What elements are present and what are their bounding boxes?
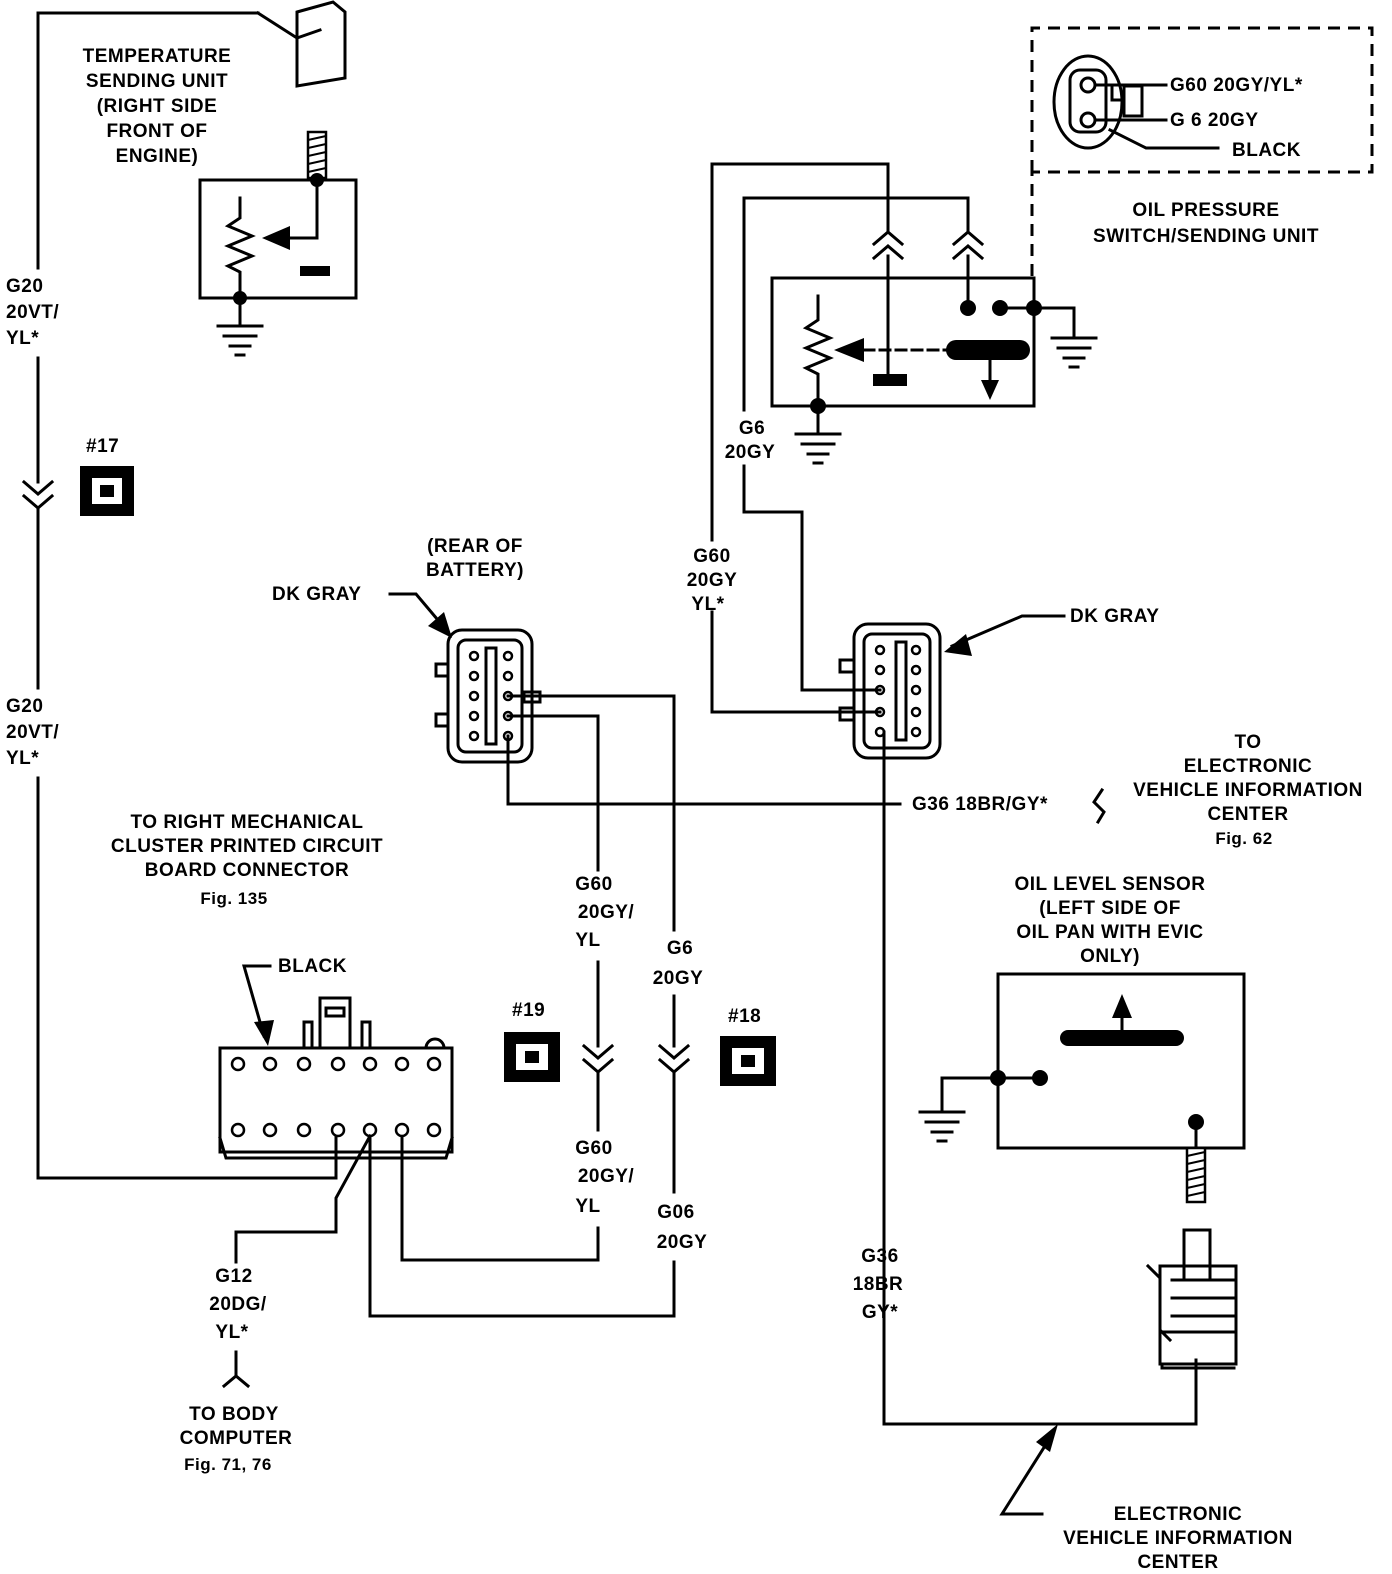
svg-text:OIL PAN WITH EVIC: OIL PAN WITH EVIC	[1016, 922, 1203, 943]
evic-bottom-reference: ELECTRONIC VEHICLE INFORMATION CENTER	[999, 1424, 1293, 1573]
svg-text:ELECTRONIC: ELECTRONIC	[1114, 1504, 1243, 1525]
wire-label-g20-upper-3: YL*	[6, 328, 39, 349]
oil-pressure-callout	[1030, 26, 1374, 278]
splice-18-label: #18	[728, 1006, 761, 1027]
svg-text:Fig. 135: Fig. 135	[200, 889, 267, 908]
oil-pressure-switch: G60 20GY/YL* G 6 20GY BLACK OIL PRESSURE…	[710, 26, 1374, 542]
wire-label-g60-left-upper-3: YL	[575, 930, 600, 951]
ground-symbol	[794, 404, 842, 465]
wire-label-g6-center-1: G6	[667, 938, 693, 959]
svg-text:VEHICLE INFORMATION: VEHICLE INFORMATION	[1133, 780, 1363, 801]
svg-text:CENTER: CENTER	[1137, 1552, 1218, 1573]
svg-text:ENGINE): ENGINE)	[116, 146, 199, 167]
wire-label-g60-left-lower-1: G60	[575, 1138, 612, 1159]
svg-text:COMPUTER: COMPUTER	[180, 1428, 293, 1449]
svg-text:ONLY): ONLY)	[1080, 946, 1140, 967]
wire-label-g12-1: G12	[215, 1266, 252, 1287]
svg-text:TEMPERATURE: TEMPERATURE	[83, 46, 232, 67]
splice-19-label: #19	[512, 1000, 545, 1021]
wire-label-g36-right-2: 18BR	[853, 1274, 904, 1295]
temp-sender-contact	[300, 266, 330, 276]
svg-text:FRONT OF: FRONT OF	[106, 121, 207, 142]
wire-label-g6-top-2: 20GY	[725, 442, 776, 463]
black-connector: BLACK	[218, 956, 454, 1160]
wire-label-g60-left-lower-2: 20GY/	[578, 1166, 635, 1187]
wire-label-g60-left-lower-3: YL	[575, 1196, 600, 1217]
svg-text:(RIGHT SIDE: (RIGHT SIDE	[97, 96, 218, 117]
wire-label-g20-lower-1: G20	[6, 696, 43, 717]
svg-text:VEHICLE INFORMATION: VEHICLE INFORMATION	[1063, 1528, 1293, 1549]
svg-text:TO: TO	[1234, 732, 1261, 753]
temp-sender-leader	[255, 10, 322, 40]
right-connector: DK GRAY	[838, 606, 1198, 1426]
wire-label-g20-lower-2: 20VT/	[6, 722, 59, 743]
wire-label-g12-3: YL*	[215, 1322, 248, 1343]
temperature-sending-unit: TEMPERATURE SENDING UNIT (RIGHT SIDE FRO…	[83, 0, 358, 357]
oil-level-sensor: OIL LEVEL SENSOR (LEFT SIDE OF OIL PAN W…	[918, 874, 1246, 1370]
body-computer-reference: TO BODY COMPUTER Fig. 71, 76	[180, 1404, 293, 1474]
svg-text:CLUSTER PRINTED CIRCUIT: CLUSTER PRINTED CIRCUIT	[111, 836, 383, 857]
wire-g36-horizontal: G36 18BR/GY*	[912, 787, 1106, 825]
wire-label-g06-2: 20GY	[657, 1232, 708, 1253]
temp-sender-box	[198, 178, 358, 300]
wire-label-g60-left-upper-2: 20GY/	[578, 902, 635, 923]
connector-chevron	[21, 479, 55, 510]
oil-pressure-pin-2: G 6 20GY	[1170, 110, 1259, 131]
wire-label-g60-mid-1: G60	[693, 546, 730, 567]
wire-g20: G20 20VT/ YL* G20 20VT/ YL*	[6, 11, 338, 1180]
oil-pressure-box	[770, 276, 1036, 408]
wire-label-g36-right-1: G36	[861, 1246, 898, 1267]
battery-connector-title-2: BATTERY)	[426, 560, 524, 581]
wire-label-g6-center-2: 20GY	[653, 968, 704, 989]
wire-label-g36-horizontal: G36 18BR/GY*	[912, 794, 1048, 815]
oil-pressure-pin-3: BLACK	[1232, 140, 1301, 161]
cluster-reference: TO RIGHT MECHANICAL CLUSTER PRINTED CIRC…	[111, 812, 383, 908]
splice-19: #19	[504, 1000, 560, 1082]
black-connector-label: BLACK	[278, 956, 347, 977]
temp-sender-label: TEMPERATURE SENDING UNIT (RIGHT SIDE FRO…	[83, 46, 232, 167]
wire-label-g20-upper-1: G20	[6, 276, 43, 297]
battery-connector: (REAR OF BATTERY) DK GRAY	[272, 536, 902, 932]
splice-18: #18	[720, 1006, 776, 1086]
oil-pressure-pin-1: G60 20GY/YL*	[1170, 75, 1303, 96]
wire-label-g6-top-1: G6	[739, 418, 765, 439]
wire-label-g36-right-3: GY*	[862, 1302, 898, 1323]
wire-label-g60-mid-2: 20GY	[687, 570, 738, 591]
wire-g6-top: G6 20GY	[725, 418, 854, 692]
battery-connector-title-1: (REAR OF	[427, 536, 523, 557]
svg-text:Fig. 71, 76: Fig. 71, 76	[184, 1455, 272, 1474]
battery-connector-color: DK GRAY	[272, 584, 361, 605]
svg-text:SENDING UNIT: SENDING UNIT	[86, 71, 228, 92]
wire-g60-g6-center: G60 20GY/ YL G60 20GY/ YL G6 20GY G06 20…	[368, 874, 708, 1318]
svg-text:TO BODY: TO BODY	[189, 1404, 279, 1425]
wire-label-g06-1: G06	[657, 1202, 694, 1223]
evic-reference: TO ELECTRONIC VEHICLE INFORMATION CENTER…	[1133, 732, 1363, 848]
ground-symbol	[216, 296, 264, 357]
wire-label-g60-mid-3: YL*	[691, 594, 724, 615]
svg-text:Fig. 62: Fig. 62	[1215, 829, 1272, 848]
temp-sender-body	[295, 0, 347, 88]
svg-text:BOARD CONNECTOR: BOARD CONNECTOR	[145, 860, 350, 881]
oil-level-box	[996, 972, 1246, 1150]
svg-text:OIL LEVEL SENSOR: OIL LEVEL SENSOR	[1014, 874, 1205, 895]
wire-g36-right: G36 18BR GY*	[853, 1246, 904, 1323]
splice-17-label: #17	[86, 436, 119, 457]
svg-text:CENTER: CENTER	[1207, 804, 1288, 825]
svg-text:TO RIGHT MECHANICAL: TO RIGHT MECHANICAL	[131, 812, 364, 833]
oil-pressure-title-2: SWITCH/SENDING UNIT	[1093, 226, 1319, 247]
svg-text:(LEFT SIDE OF: (LEFT SIDE OF	[1039, 898, 1181, 919]
wire-g60-mid: G60 20GY YL*	[687, 546, 854, 714]
svg-text:ELECTRONIC: ELECTRONIC	[1184, 756, 1313, 777]
wire-label-g20-upper-2: 20VT/	[6, 302, 59, 323]
wire-label-g60-left-upper-1: G60	[575, 874, 612, 895]
wire-label-g20-lower-3: YL*	[6, 748, 39, 769]
oil-pressure-title-1: OIL PRESSURE	[1132, 200, 1279, 221]
right-connector-color: DK GRAY	[1070, 606, 1159, 627]
wire-label-g12-2: 20DG/	[209, 1294, 267, 1315]
wire-g12: G12 20DG/ YL*	[209, 1133, 373, 1389]
splice-17: #17	[80, 436, 134, 516]
